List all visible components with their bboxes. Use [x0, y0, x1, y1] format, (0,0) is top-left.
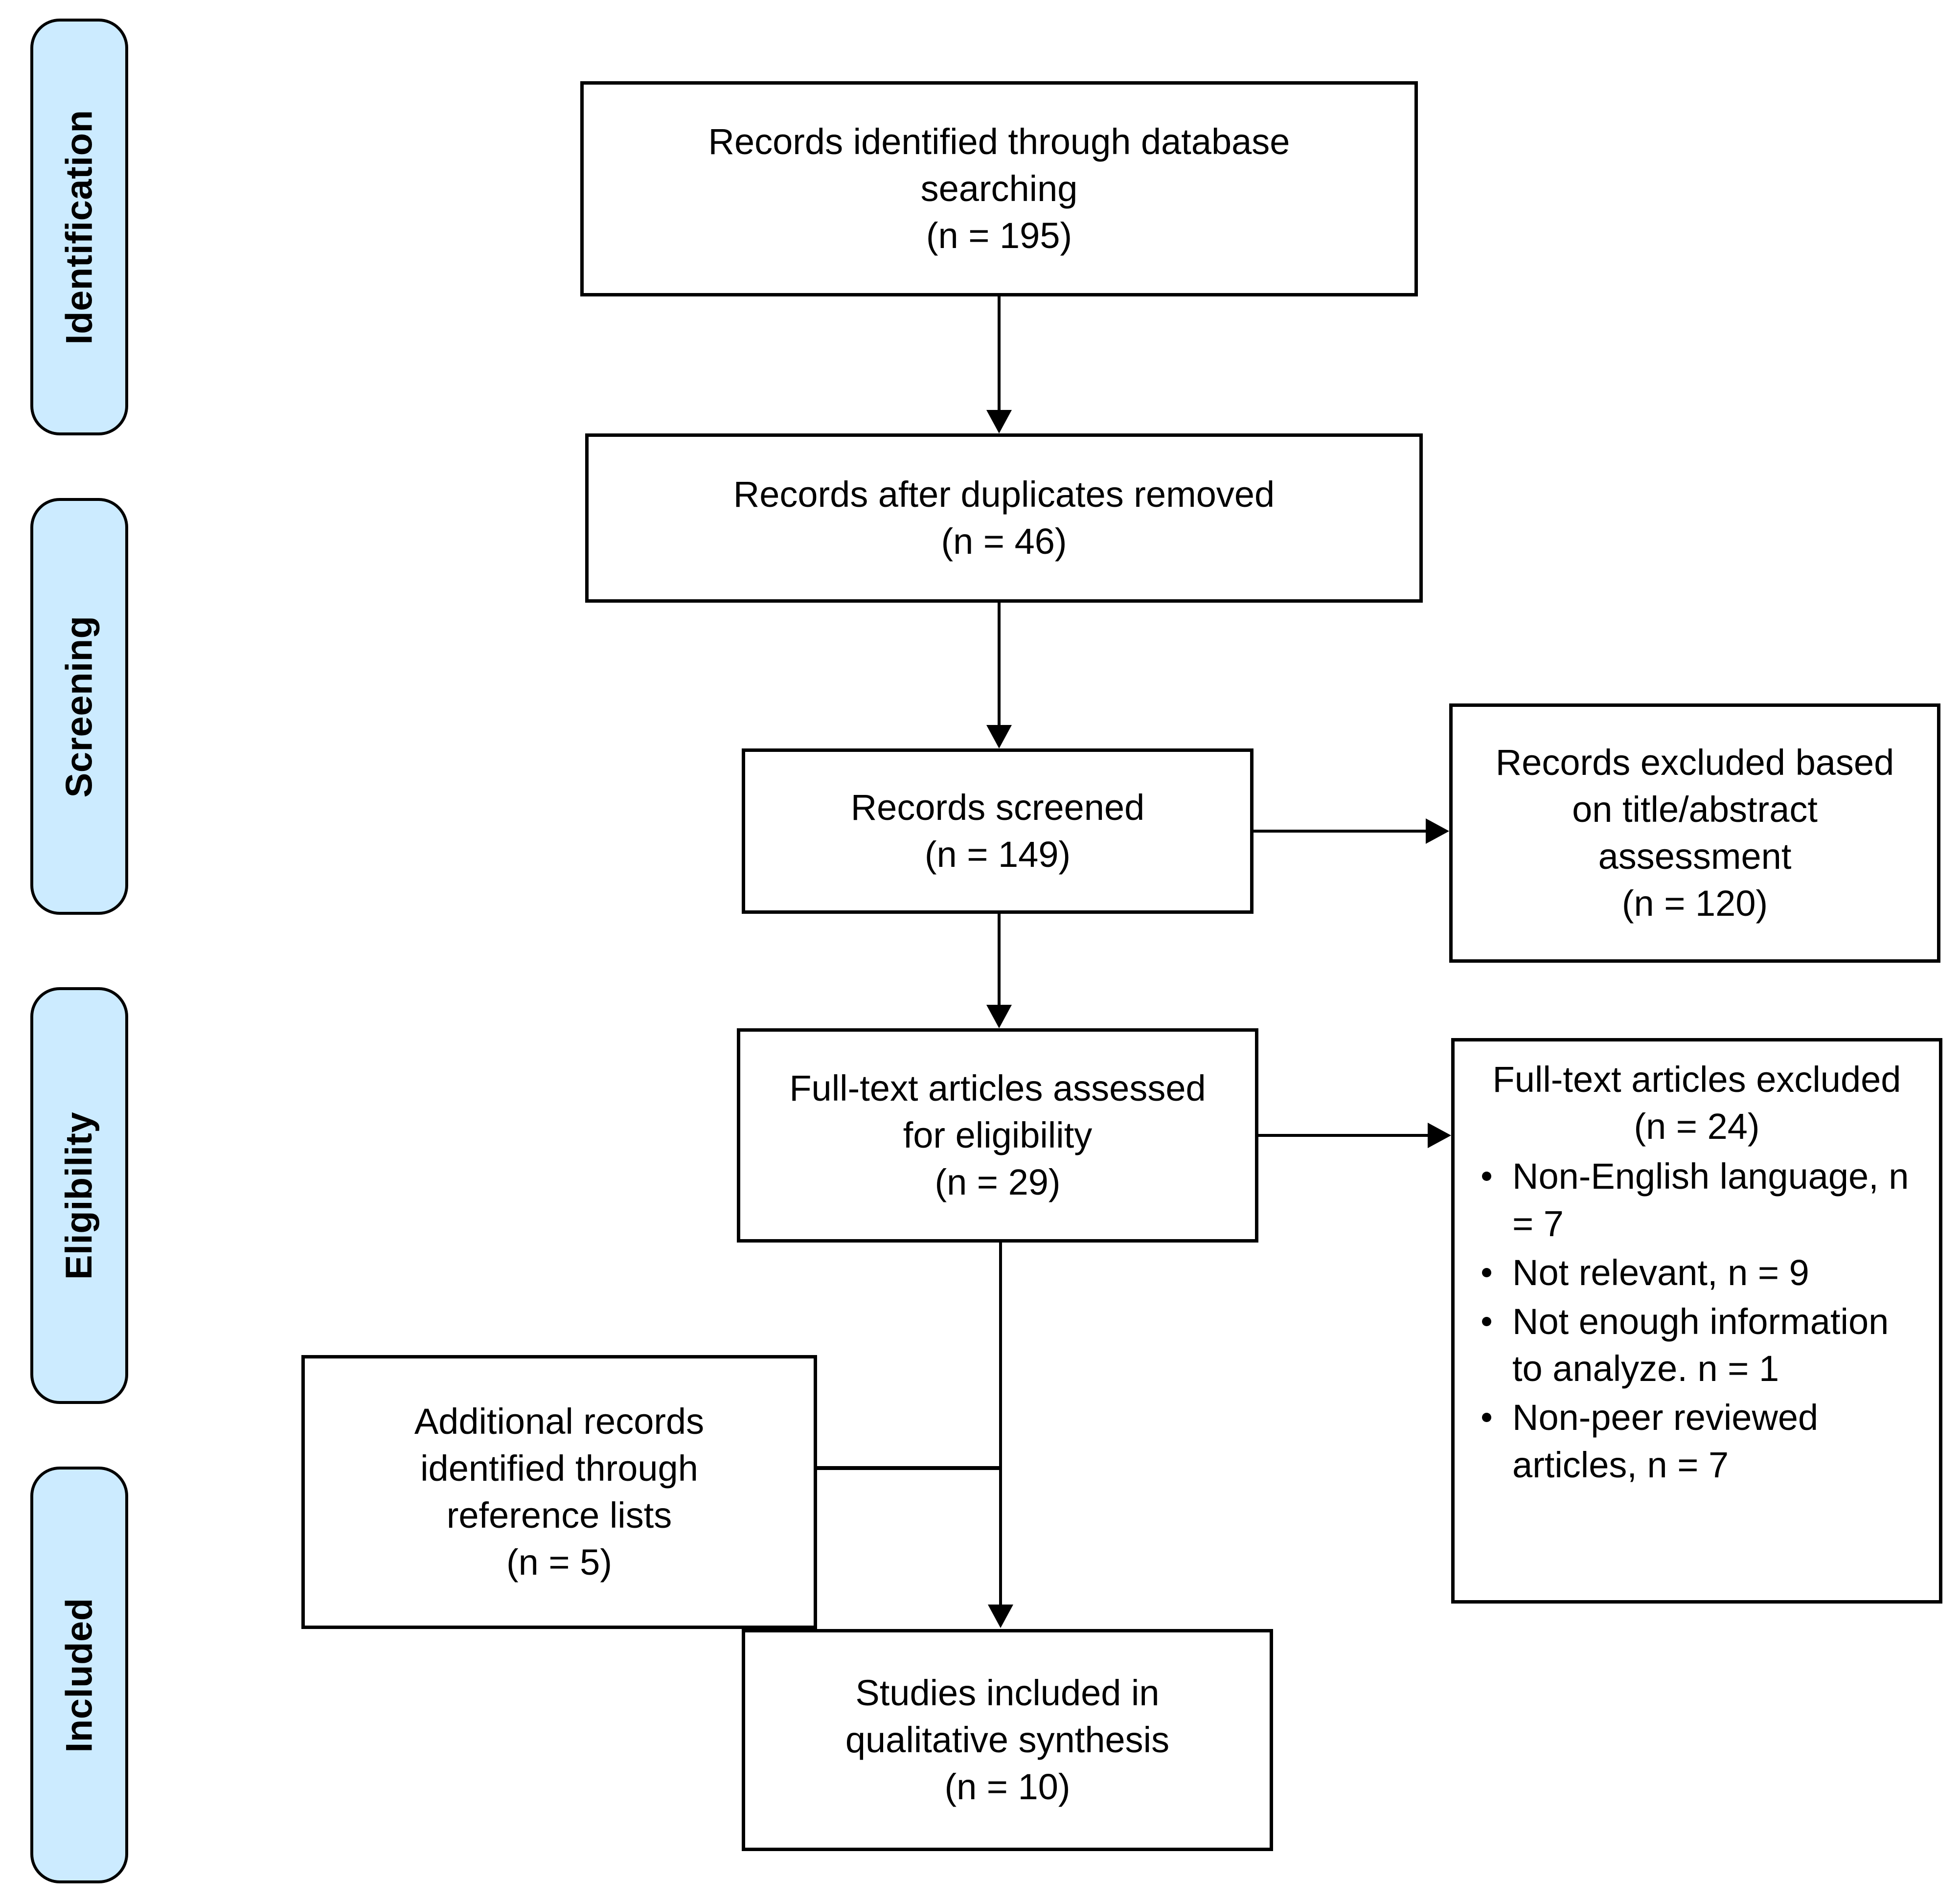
box-line: (n = 46) — [941, 521, 1067, 562]
stage-tab-screening: Screening — [30, 498, 128, 915]
box-studies-included-qualitative-synthesis: Studies included in qualitative synthesi… — [742, 1629, 1273, 1851]
stage-tab-screening-label: Screening — [58, 615, 100, 797]
box-fulltext-assessed-eligibility: Full-text articles assessed for eligibil… — [737, 1028, 1258, 1243]
stage-tab-eligibility: Eligibility — [30, 987, 128, 1404]
box-line: (n = 120) — [1621, 883, 1768, 924]
fulltext-excluded-reason-list: Non-English language, n = 7 Not relevant… — [1465, 1153, 1928, 1490]
list-item: Non-peer reviewed articles, n = 7 — [1482, 1394, 1928, 1488]
list-item: Not relevant, n = 9 — [1482, 1249, 1928, 1296]
box-line: for eligibility — [903, 1114, 1093, 1155]
box-records-identified-database-search: Records identified through database sear… — [580, 81, 1418, 296]
stage-tab-identification-label: Identification — [58, 110, 100, 344]
list-item: Not enough information to analyze. n = 1 — [1482, 1298, 1928, 1392]
box-fulltext-excluded-reasons: Full-text articles excluded (n = 24) Non… — [1451, 1038, 1942, 1604]
fulltext-excluded-header-line: Full-text articles excluded — [1492, 1059, 1901, 1100]
box-line: on title/abstract — [1572, 789, 1818, 830]
box-line: reference lists — [446, 1495, 672, 1536]
box-line: Records screened — [850, 787, 1145, 828]
box-line: searching — [920, 168, 1078, 209]
box-records-after-duplicates-removed: Records after duplicates removed (n = 46… — [585, 433, 1423, 603]
box-records-excluded-title-abstract: Records excluded based on title/abstract… — [1449, 703, 1940, 963]
box-line: Full-text articles assessed — [789, 1067, 1206, 1108]
box-line: (n = 29) — [934, 1162, 1061, 1203]
box-line: Records identified through database — [708, 121, 1290, 162]
box-line: (n = 10) — [944, 1766, 1071, 1808]
box-line: (n = 5) — [506, 1542, 612, 1583]
connector-fulltext-to-fulltext-excluded — [1258, 1134, 1428, 1137]
box-line: (n = 149) — [924, 834, 1071, 875]
arrowhead-right-to-records-excluded — [1426, 818, 1449, 844]
list-item: Non-English language, n = 7 — [1482, 1153, 1928, 1247]
box-line: Records after duplicates removed — [733, 474, 1275, 515]
box-line: qualitative synthesis — [845, 1719, 1170, 1760]
connector-db-search-to-duplicates — [998, 296, 1001, 410]
arrowhead-down-to-studies-included — [988, 1605, 1013, 1628]
box-line: identified through — [420, 1448, 698, 1489]
stage-tab-included: Included — [30, 1467, 128, 1883]
stage-tab-identification: Identification — [30, 19, 128, 435]
box-line: Records excluded based — [1495, 742, 1894, 783]
connector-additional-records-to-spine — [817, 1466, 1002, 1470]
box-line: Studies included in — [855, 1672, 1160, 1713]
connector-duplicates-to-screened — [998, 603, 1001, 725]
arrowhead-right-to-fulltext-excluded — [1428, 1123, 1451, 1148]
box-additional-records-reference-lists: Additional records identified through re… — [301, 1355, 817, 1629]
fulltext-excluded-count-line: (n = 24) — [1634, 1106, 1760, 1147]
box-line: Additional records — [414, 1401, 705, 1442]
arrowhead-down-to-screened — [986, 725, 1012, 748]
box-records-screened: Records screened (n = 149) — [742, 748, 1253, 914]
arrowhead-down-to-fulltext — [986, 1005, 1012, 1028]
box-line: assessment — [1598, 836, 1792, 877]
stage-tab-included-label: Included — [58, 1597, 100, 1753]
connector-fulltext-to-studies-included — [999, 1243, 1002, 1605]
connector-screened-to-fulltext — [998, 914, 1001, 1005]
connector-screened-to-records-excluded — [1253, 830, 1426, 833]
box-line: (n = 195) — [926, 215, 1072, 256]
arrowhead-down-to-duplicates — [986, 410, 1012, 433]
stage-tab-eligibility-label: Eligibility — [58, 1111, 100, 1280]
